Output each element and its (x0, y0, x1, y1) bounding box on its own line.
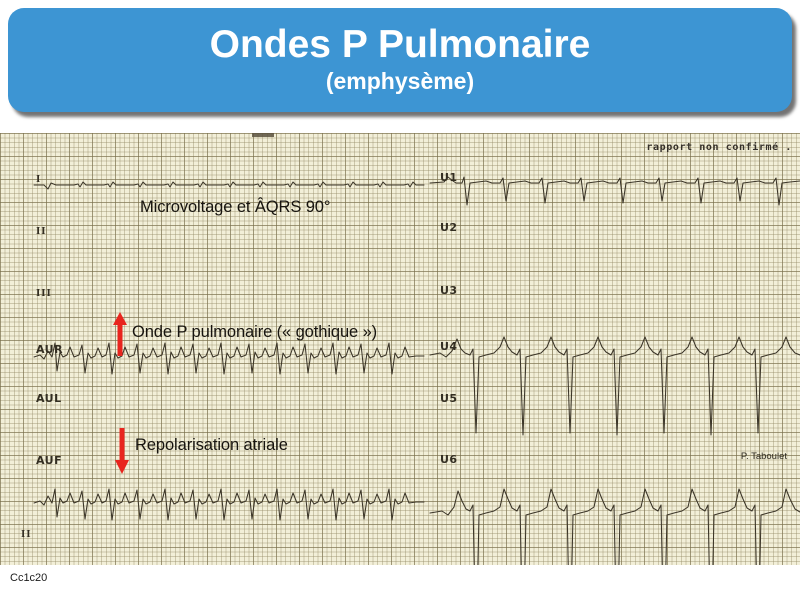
lead-label-v1: U1 (440, 171, 458, 184)
author-credit: P. Taboulet (740, 451, 787, 462)
annotation-onde-p: Onde P pulmonaire (« gothique ») (132, 323, 378, 341)
page-title: Ondes P Pulmonaire (209, 23, 591, 67)
lead-label-v3: U3 (440, 284, 458, 297)
annotation-repolarisation: Repolarisation atriale (135, 436, 288, 454)
paper-top-artifact (252, 133, 274, 137)
lead-label-v4: U4 (440, 340, 458, 353)
lead-label-avr: AUR (36, 343, 64, 356)
arrow-up-icon (113, 312, 127, 356)
lead-label-avl: AUL (36, 392, 62, 405)
trace-lead-i (33, 181, 425, 190)
rhythm-strip-label: II (21, 528, 32, 540)
lead-label-iii: III (36, 287, 52, 299)
page-subtitle: (emphysème) (325, 68, 475, 95)
trace-lead-iii (33, 488, 425, 521)
report-note: rapport non confirmé . (646, 142, 792, 153)
lead-label-v6: U6 (440, 453, 458, 466)
trace-lead-v2 (429, 336, 800, 436)
lead-label-i: I (36, 173, 42, 185)
trace-lead-v1 (429, 176, 800, 206)
arrow-down-icon (115, 428, 129, 474)
title-banner: Ondes P Pulmonaire (emphysème) (8, 8, 792, 112)
lead-label-avf: AUF (36, 454, 63, 467)
trace-lead-v3 (429, 488, 800, 565)
lead-label-v5: U5 (440, 392, 458, 405)
annotation-microvoltage: Microvoltage et ÂQRS 90° (140, 198, 331, 216)
slide-code: Cc1c20 (10, 572, 48, 584)
lead-label-ii: II (36, 225, 47, 237)
trace-lead-ii (33, 342, 425, 375)
lead-label-v2: U2 (440, 221, 458, 234)
